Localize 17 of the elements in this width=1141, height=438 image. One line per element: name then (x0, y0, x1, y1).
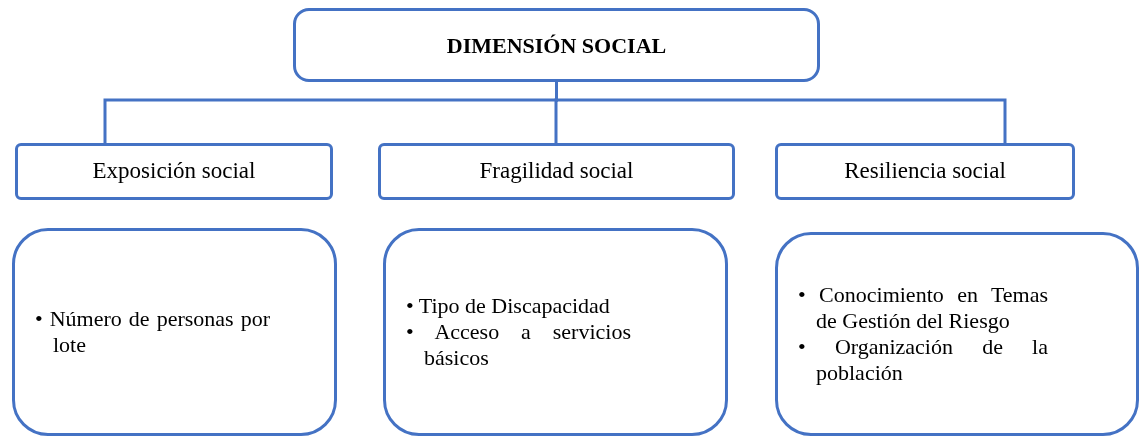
heading-text: Resiliencia social (844, 157, 1006, 186)
heading-text: Exposición social (92, 157, 256, 186)
heading-text: Fragilidad social (479, 157, 634, 186)
bullet-item: • Organización de la población (798, 334, 1048, 386)
header-box (378, 143, 735, 200)
bullet-item: • Conocimiento en Temas de Gestión del Riesgo (798, 282, 1048, 334)
rounded-box (12, 228, 337, 436)
rounded-box (383, 228, 728, 436)
header-box (293, 8, 820, 82)
bullet-item: • Tipo de Discapacidad (406, 293, 611, 319)
rounded-box (775, 232, 1139, 436)
title-text: DIMENSIÓN SOCIAL (446, 31, 667, 60)
header-box (15, 143, 333, 200)
bullet-item: • Acceso a servicios básicos (406, 319, 631, 371)
connector-line (555, 82, 1007, 143)
bullet-item: • Número de personas por lote (35, 306, 270, 358)
header-box (775, 143, 1075, 200)
